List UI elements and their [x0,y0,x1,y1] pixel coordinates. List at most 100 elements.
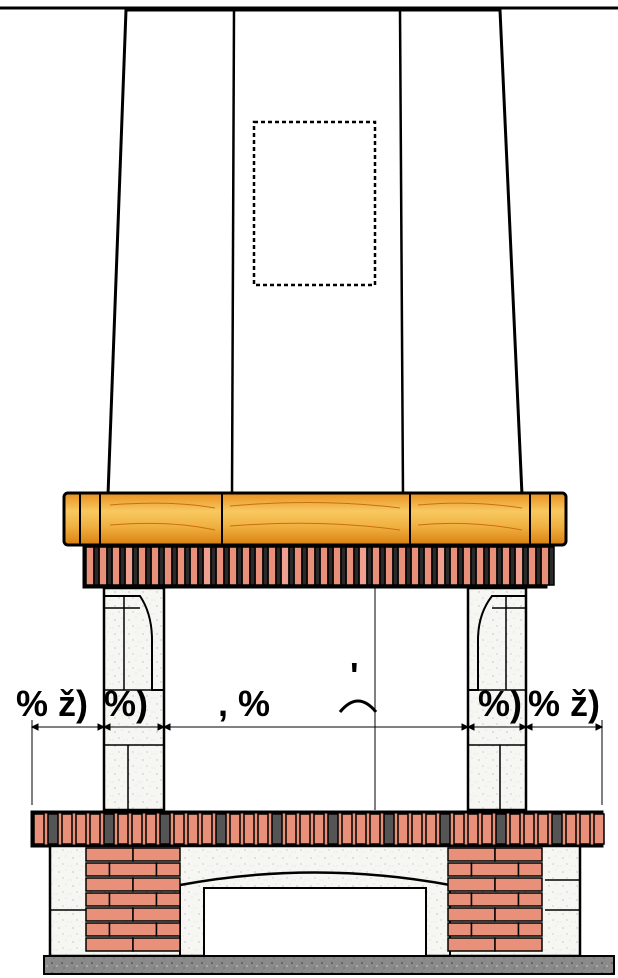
brick-joint [431,546,438,586]
brick-joint [392,546,399,586]
brick-joint [327,546,334,586]
dim-label-left-inner: %) [104,683,148,724]
brick-joint [249,546,256,586]
left-brick-pier [85,847,181,952]
brick [176,546,186,586]
brick [85,892,111,907]
brick [470,922,520,937]
brick [447,937,496,952]
brick [150,546,160,586]
brick [124,546,134,586]
brick [33,813,45,845]
brick [61,813,73,845]
brick [481,813,493,845]
brick [313,813,325,845]
brick [517,862,543,877]
brick [163,546,173,586]
brick [470,862,520,877]
dim-label-height: ' [350,655,359,696]
brick [494,847,543,862]
brick [299,813,311,845]
brick [132,907,181,922]
brick [397,546,407,586]
brick [75,813,87,845]
brick [447,877,496,892]
brick [470,892,520,907]
hearth-brick-band [30,810,605,848]
brick [201,813,213,845]
brick [517,892,543,907]
brick [495,813,507,845]
brick [447,922,473,937]
brick-joint [535,546,542,586]
brick [494,937,543,952]
brick [509,813,521,845]
brick [423,546,433,586]
brick [257,813,269,845]
brick [108,892,158,907]
brick-joint [132,546,139,586]
brick [137,546,147,586]
brick [228,546,238,586]
brick [467,813,479,845]
brick [355,813,367,845]
brick [111,546,121,586]
brick [132,877,181,892]
brick [85,847,134,862]
brick [145,813,157,845]
brick [384,546,394,586]
brick [447,907,496,922]
brick [436,546,446,586]
brick-joint [210,546,217,586]
brick [306,546,316,586]
brick-joint [418,546,425,586]
brick-joint [379,546,386,586]
brick [488,546,498,586]
brick [527,546,537,586]
brick [475,546,485,586]
brick [293,546,303,586]
ground-slab [43,955,615,975]
brick-joint [405,546,412,586]
brick-joint [483,546,490,586]
brick [447,862,473,877]
brick [187,813,199,845]
brick [453,813,465,845]
brick-joint [236,546,243,586]
brick-joint [145,546,152,586]
brick [285,813,297,845]
brick [155,892,181,907]
brick [540,546,550,586]
brick [131,813,143,845]
hood-access-panel [252,120,377,287]
brick [155,862,181,877]
brick [202,546,212,586]
brick [345,546,355,586]
chimney-hood [106,8,524,497]
dim-label-right-inner: %) [478,683,522,724]
brick [85,922,111,937]
brick [369,813,381,845]
brick [517,922,543,937]
brick [173,813,185,845]
brick [215,546,225,586]
brick [267,546,277,586]
brick [447,847,496,862]
brick [271,813,283,845]
brick [494,907,543,922]
brick [155,922,181,937]
mantel-beam [62,491,568,547]
brick-joint [184,546,191,586]
brick [132,937,181,952]
brick [411,813,423,845]
brick [85,907,134,922]
brick [425,813,437,845]
brick [132,847,181,862]
brick [537,813,549,845]
brick [47,813,59,845]
brick-joint [119,546,126,586]
brick [501,546,511,586]
brick [243,813,255,845]
brick [215,813,227,845]
